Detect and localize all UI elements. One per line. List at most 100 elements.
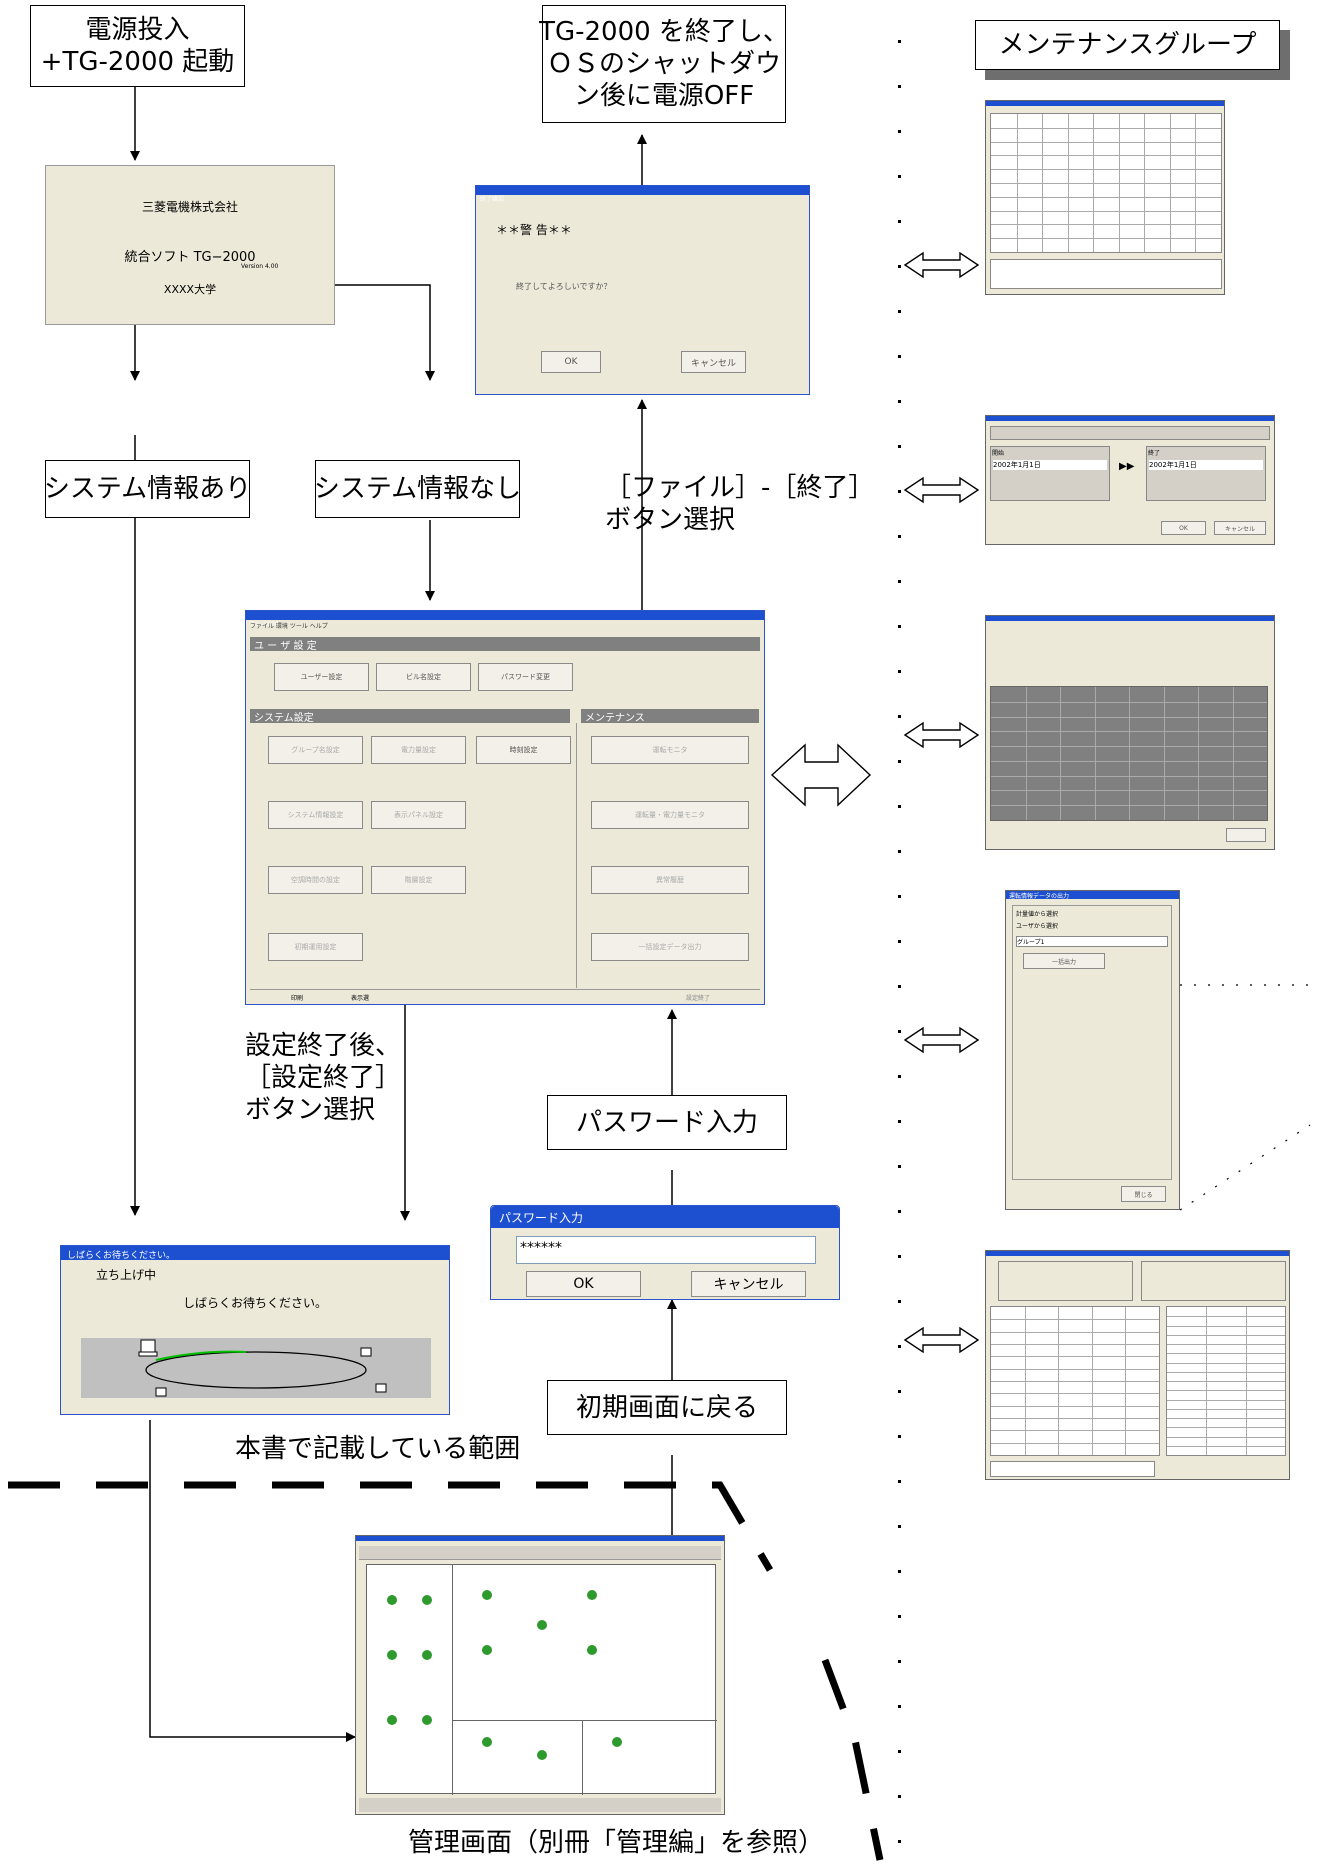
t4-option-2[interactable]: ユーザから選択 <box>1016 923 1058 930</box>
user-button-2[interactable]: パスワード変更 <box>478 663 573 691</box>
separator-dot <box>898 1615 901 1618</box>
unit-indicator-icon[interactable] <box>482 1590 492 1600</box>
separator-dot <box>898 445 901 448</box>
t4-export-button[interactable]: 一括出力 <box>1023 953 1105 969</box>
system-button-4[interactable]: 表示パネル設定 <box>371 801 466 829</box>
separator-dot <box>898 1345 901 1348</box>
unit-indicator-icon[interactable] <box>422 1650 432 1660</box>
settings-titlebar: TG−2000 <box>246 611 764 628</box>
system-button-7[interactable]: 初期運用設定 <box>268 933 363 961</box>
separator-dot <box>898 1660 901 1663</box>
user-settings-window: TG−2000 ファイル 環境 ツール ヘルプ ユ ー ザ 設 定 ユーザー設定… <box>245 610 765 1005</box>
t4-option-1[interactable]: 計量値から選択 <box>1016 911 1059 918</box>
grid-line <box>1163 687 1165 820</box>
grid-line <box>1206 1307 1208 1455</box>
unit-indicator-icon[interactable] <box>587 1645 597 1655</box>
shutdown-box: TG-2000 を終了し、 ＯＳのシャットダウ ン後に電源OFF <box>539 5 789 123</box>
unit-indicator-icon[interactable] <box>587 1590 597 1600</box>
maint-button-3[interactable]: 一括設定データ出力 <box>591 933 749 961</box>
separator-dot <box>898 1525 901 1528</box>
settings-done-label: 設定終了後、 ［設定終了］ ボタン選択 <box>245 1031 402 1125</box>
unit-indicator-icon[interactable] <box>537 1620 547 1630</box>
t2-end-date[interactable]: 2002年1月1日 <box>1149 460 1263 470</box>
maint-button-1[interactable]: 運転量・電力量モニタ <box>591 801 749 829</box>
user-button-1[interactable]: ビル名設定 <box>376 663 471 691</box>
maint-button-0[interactable]: 運転モニタ <box>591 736 749 764</box>
pc-icon <box>140 1339 156 1353</box>
footer-print[interactable]: 印刷 <box>291 995 304 1002</box>
separator-dot <box>898 1300 901 1303</box>
grid-line <box>1232 687 1234 820</box>
scope-dashed-line <box>8 1481 884 1861</box>
separator-dot <box>898 1255 901 1258</box>
wait-message: しばらくお待ちください。 <box>182 1296 327 1310</box>
maint-thumb-data-output: 運転情報データの出力 計量値から選択 ユーザから選択 グループ1 一括出力 閉じ… <box>1005 890 1180 1210</box>
unit-indicator-icon[interactable] <box>482 1737 492 1747</box>
grid-line <box>1167 1371 1285 1373</box>
password-dialog: パスワード入力 ****** OK キャンセル <box>490 1205 840 1300</box>
unit-indicator-icon[interactable] <box>482 1645 492 1655</box>
settings-menu[interactable]: ファイル 環境 ツール ヘルプ <box>250 623 328 630</box>
unit-indicator-icon[interactable] <box>387 1650 397 1660</box>
grid-line <box>1129 687 1130 820</box>
system-button-6[interactable]: 階層設定 <box>371 866 466 894</box>
unit-indicator-icon[interactable] <box>422 1595 432 1605</box>
warning-heading: ＊＊警 告＊＊ <box>496 223 572 237</box>
separator-dot <box>898 1120 901 1123</box>
warning-ok-button[interactable]: OK <box>541 351 601 373</box>
section-maint: メンテナンス <box>581 709 759 724</box>
footer-display[interactable]: 表示選 <box>351 995 370 1002</box>
system-button-2[interactable]: 時刻設定 <box>476 736 571 764</box>
wait-status: 立ち上げ中 <box>96 1268 157 1282</box>
separator-dot <box>898 130 901 133</box>
system-button-0[interactable]: グループ名設定 <box>268 736 363 764</box>
unit-indicator-icon[interactable] <box>387 1715 397 1725</box>
t2-cancel-button[interactable]: キャンセル <box>1214 521 1266 535</box>
device-icon-2 <box>155 1387 167 1397</box>
exit-warning-dialog: 終了確認 ＊＊警 告＊＊ 終了してよろしいですか？ OK キャンセル <box>475 185 810 395</box>
unit-indicator-icon[interactable] <box>422 1715 432 1725</box>
scope-label: 本書で記載している範囲 <box>235 1434 521 1464</box>
big-double-arrow <box>770 743 872 807</box>
warning-titlebar: 終了確認 <box>476 186 809 203</box>
separator-dot <box>898 850 901 853</box>
t4-group-select[interactable]: グループ1 <box>1016 936 1168 947</box>
splash-site: XXXX大学 <box>163 283 217 296</box>
t3-close-button[interactable] <box>1226 828 1266 842</box>
section-divider <box>576 723 577 988</box>
unit-indicator-icon[interactable] <box>537 1750 547 1760</box>
grid-line <box>1167 1399 1285 1401</box>
grid-line <box>991 183 1221 184</box>
wait-dialog: しばらくお待ちください。 立ち上げ中 しばらくお待ちください。 <box>60 1245 450 1415</box>
system-button-5[interactable]: 空調時間の設定 <box>268 866 363 894</box>
grid-line <box>1144 114 1146 252</box>
t2-start-date[interactable]: 2002年1月1日 <box>993 460 1107 470</box>
mgmt-toolbar <box>359 1546 721 1560</box>
section-system: システム設定 <box>250 709 570 724</box>
footer-settings-done[interactable]: 設定終了 <box>686 995 711 1002</box>
maint-button-2[interactable]: 異常履歴 <box>591 866 749 894</box>
separator-dot <box>898 1570 901 1573</box>
user-button-0[interactable]: ユーザー設定 <box>274 663 369 691</box>
system-button-3[interactable]: システム情報設定 <box>268 801 363 829</box>
t2-ok-button[interactable]: OK <box>1161 521 1206 535</box>
system-button-1[interactable]: 電力量設定 <box>371 736 466 764</box>
password-field[interactable]: ****** <box>516 1236 816 1264</box>
unit-indicator-icon[interactable] <box>387 1595 397 1605</box>
grid-line <box>991 169 1221 171</box>
separator-dot <box>898 1705 901 1708</box>
separator-dot <box>898 760 901 763</box>
maintenance-group-box: メンテナンスグループ <box>975 20 1280 70</box>
grid-line <box>1167 1334 1285 1336</box>
password-cancel-button[interactable]: キャンセル <box>691 1271 806 1297</box>
sysinfo-yes-text: システム情報あり <box>43 474 252 504</box>
warning-cancel-button[interactable]: キャンセル <box>681 351 746 373</box>
sysinfo-yes-box: システム情報あり <box>43 460 252 518</box>
unit-indicator-icon[interactable] <box>612 1737 622 1747</box>
maintenance-group-text: メンテナンスグループ <box>998 30 1257 60</box>
t4-close-button[interactable]: 閉じる <box>1121 1186 1166 1202</box>
password-ok-button[interactable]: OK <box>526 1271 641 1297</box>
separator-dot <box>898 1390 901 1393</box>
password-titlebar: パスワード入力 <box>491 1206 839 1228</box>
